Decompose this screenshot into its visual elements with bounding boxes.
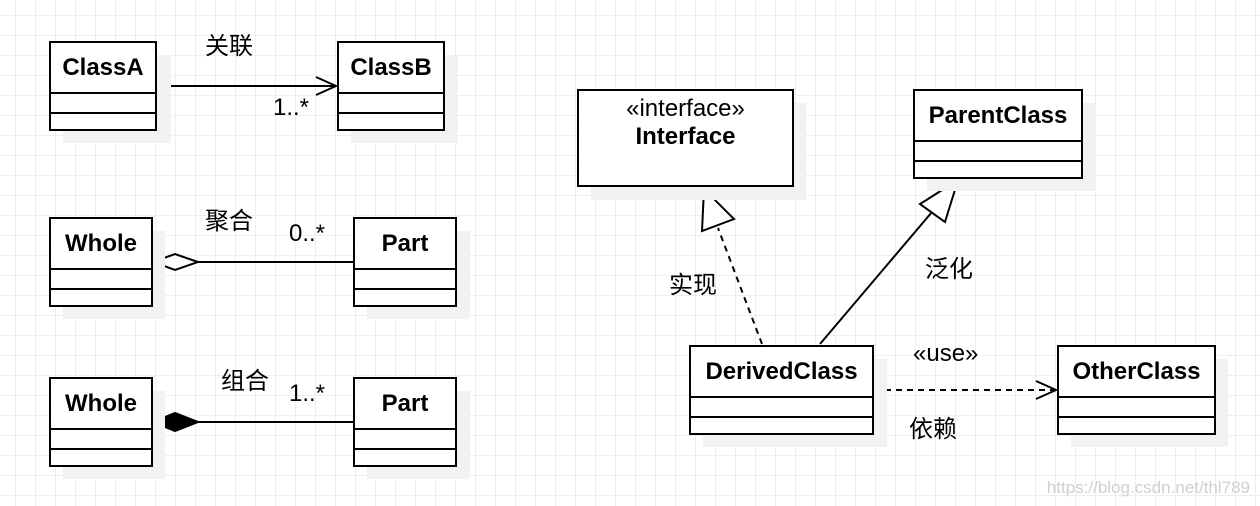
composition-multiplicity: 1..*	[289, 380, 326, 407]
aggregation-line[interactable]	[150, 252, 353, 272]
class-box-part[interactable]: Part	[353, 217, 471, 320]
composition-line[interactable]	[150, 411, 353, 433]
realization-label: 实现	[669, 272, 717, 299]
class-box-classa[interactable]: ClassA	[49, 41, 172, 144]
aggregation-multiplicity: 0..*	[289, 220, 326, 247]
class-name: Part	[355, 219, 455, 270]
open-arrow-head	[315, 76, 339, 96]
class-box-parentclass[interactable]: ParentClass	[913, 89, 1097, 192]
watermark: https://blog.csdn.net/thl789	[1046, 478, 1250, 497]
class-box-derivedclass[interactable]: DerivedClass	[689, 345, 888, 448]
class-name: ParentClass	[915, 91, 1081, 142]
class-box-whole[interactable]: Whole	[49, 377, 166, 480]
composition-label: 组合	[221, 368, 269, 395]
interface-name: Interface	[635, 123, 736, 150]
class-name: DerivedClass	[691, 347, 872, 398]
class-name: ClassB	[339, 43, 443, 94]
open-arrow-head	[1035, 380, 1059, 400]
class-name: Whole	[51, 219, 151, 270]
class-box-part[interactable]: Part	[353, 377, 471, 480]
class-box-classb[interactable]: ClassB	[337, 41, 459, 144]
class-box-otherclass[interactable]: OtherClass	[1057, 345, 1229, 448]
dependency-line[interactable]	[874, 380, 1059, 400]
realization-line[interactable]	[700, 186, 763, 345]
interface-stereotype: «interface»	[626, 95, 745, 122]
class-box-whole[interactable]: Whole	[49, 217, 166, 320]
class-name: Whole	[51, 379, 151, 430]
generalization-label: 泛化	[925, 256, 973, 283]
association-line[interactable]	[157, 76, 339, 96]
dependency-stereotype: «use»	[913, 340, 979, 367]
class-name: ClassA	[51, 43, 155, 94]
dependency-label: 依赖	[909, 416, 957, 443]
class-name: Part	[355, 379, 455, 430]
association-label: 关联	[205, 33, 253, 60]
aggregation-label: 聚合	[205, 208, 253, 235]
interface-box[interactable]: «interface» Interface	[577, 89, 807, 201]
association-multiplicity: 1..*	[273, 94, 310, 121]
class-name: OtherClass	[1059, 347, 1214, 398]
